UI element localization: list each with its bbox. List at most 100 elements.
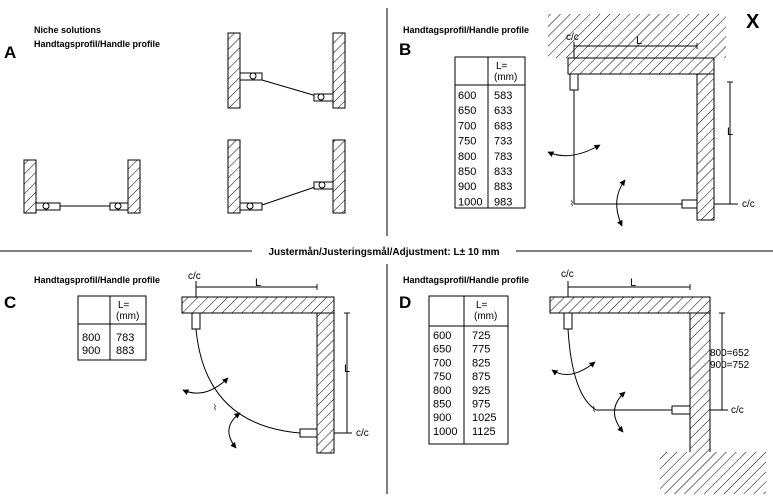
hinge-icon-3 xyxy=(42,202,50,210)
swing-arrow-icon xyxy=(547,144,601,157)
joint-mark: ⌇ xyxy=(570,199,574,208)
panel-c: C Handtagsprofil/Handle profile L= (mm) … xyxy=(4,271,369,454)
swing-arrow-icon-d xyxy=(551,361,596,376)
table-b-row-2-a: 700 xyxy=(458,120,476,132)
panel-d: D Handtagsprofil/Handle profile L= (mm) … xyxy=(399,269,766,494)
wall-left-3 xyxy=(23,159,37,214)
table-b-row-1-b: 633 xyxy=(494,105,512,117)
table-d-row-7-b: 1125 xyxy=(472,426,496,438)
wall-right-3 xyxy=(127,159,141,214)
hinge-icon-2 xyxy=(246,202,254,210)
wall-right-2 xyxy=(332,139,346,214)
panel-a-letter: A xyxy=(4,43,16,62)
panel-b: B Handtagsprofil/Handle profile L= (mm) … xyxy=(399,14,755,227)
wall-side xyxy=(696,73,715,221)
l-top-d: L xyxy=(630,277,636,289)
swing-arrow-icon-2 xyxy=(616,179,626,227)
table-d-row-7-a: 1000 xyxy=(433,426,457,438)
swing-arrow-icon-c2 xyxy=(228,412,241,449)
wall-top-hatched xyxy=(548,14,726,58)
table-c: L= (mm) 800 783 900 883 xyxy=(77,295,147,361)
panel-a-title-2: Handtagsprofil/Handle profile xyxy=(34,39,160,49)
table-b-row-7-b: 983 xyxy=(494,196,512,208)
panel-a-title-1: Niche solutions xyxy=(34,25,101,35)
table-b-row-4-a: 800 xyxy=(458,151,476,163)
table-c-header-1: L= xyxy=(118,300,130,311)
corner-mark: X xyxy=(746,11,760,33)
table-b-row-0-a: 600 xyxy=(458,90,476,102)
table-c-header-2: (mm) xyxy=(116,311,139,322)
panel-b-letter: B xyxy=(399,40,411,59)
joint-mark-c: ⌇ xyxy=(213,403,217,412)
wall-left-2 xyxy=(227,139,241,214)
cc-side-d: c/c xyxy=(731,405,744,416)
table-d-row-3-b: 875 xyxy=(472,371,490,383)
handle-icon-3 xyxy=(114,202,122,210)
wall-top-d xyxy=(549,296,711,314)
handle-side-d xyxy=(671,405,691,415)
table-d-row-3-a: 750 xyxy=(433,371,451,383)
table-d-row-2-b: 825 xyxy=(472,357,490,369)
table-d-row-5-b: 975 xyxy=(472,399,490,411)
table-b-row-7-a: 1000 xyxy=(458,196,482,208)
l-side-c: L xyxy=(344,363,350,375)
cc-top-d: c/c xyxy=(561,269,574,280)
table-b-header-1: L= xyxy=(496,61,508,72)
table-d-row-2-a: 700 xyxy=(433,357,451,369)
wall-right xyxy=(332,32,346,109)
adjustment-note: Justermån/Justeringsmål/Adjustment: L± 1… xyxy=(268,246,499,258)
swing-arrow-icon-d2 xyxy=(614,391,626,433)
table-c-row-1-b: 883 xyxy=(116,345,134,357)
table-d-row-6-a: 900 xyxy=(433,412,451,424)
table-d-row-4-b: 925 xyxy=(472,385,490,397)
side-dim-1-d: 800=652 xyxy=(710,348,750,359)
wall-left xyxy=(227,32,241,109)
l-top-b: L xyxy=(636,35,642,47)
table-b-header-2: (mm) xyxy=(494,72,517,83)
table-b-row-6-a: 900 xyxy=(458,181,476,193)
table-c-row-1-a: 900 xyxy=(82,345,100,357)
table-d-header-2: (mm) xyxy=(474,311,497,322)
table-b-row-3-b: 733 xyxy=(494,136,512,148)
table-b-row-2-b: 683 xyxy=(494,120,512,132)
table-b-row-5-a: 850 xyxy=(458,166,476,178)
handle-icon-2 xyxy=(318,181,326,189)
cc-side-c: c/c xyxy=(356,428,369,439)
table-d-row-0-b: 725 xyxy=(472,330,490,342)
table-b-row-1-a: 650 xyxy=(458,105,476,117)
handle-side xyxy=(681,199,698,209)
panel-a: A Niche solutions Handtagsprofil/Handle … xyxy=(4,25,346,214)
wall-top xyxy=(567,57,715,75)
table-b-row-5-b: 833 xyxy=(494,166,512,178)
hinge-icon xyxy=(249,72,257,80)
table-d-row-5-a: 850 xyxy=(433,399,451,411)
table-d-row-1-a: 650 xyxy=(433,344,451,356)
panel-d-letter: D xyxy=(399,293,411,312)
cc-side-b: c/c xyxy=(742,199,755,210)
panel-c-title: Handtagsprofil/Handle profile xyxy=(34,275,160,285)
table-c-row-0-b: 783 xyxy=(116,332,134,344)
panel-b-title: Handtagsprofil/Handle profile xyxy=(403,25,529,35)
curved-door-c xyxy=(195,328,301,434)
door-panel xyxy=(261,79,321,98)
cc-top-b: c/c xyxy=(566,32,579,43)
wall-side-c xyxy=(316,312,335,454)
handle-icon xyxy=(317,93,325,101)
l-top-c: L xyxy=(255,277,261,289)
panel-d-title: Handtagsprofil/Handle profile xyxy=(403,275,529,285)
table-b-row-4-b: 783 xyxy=(494,151,512,163)
table-d-row-6-b: 1025 xyxy=(472,412,496,424)
joint-mark-d: ⌇ xyxy=(592,405,596,414)
table-b-row-0-b: 583 xyxy=(494,90,512,102)
table-d-header-1: L= xyxy=(476,300,488,311)
table-c-row-0-a: 800 xyxy=(82,332,100,344)
hinge-top-c xyxy=(191,312,201,330)
wall-side-d xyxy=(689,312,711,460)
wall-top-c xyxy=(181,296,335,314)
floor-hatched-d xyxy=(660,452,766,494)
hinge-top-d xyxy=(563,312,573,330)
l-side-b: L xyxy=(727,126,733,138)
table-d-row-0-a: 600 xyxy=(433,330,451,342)
